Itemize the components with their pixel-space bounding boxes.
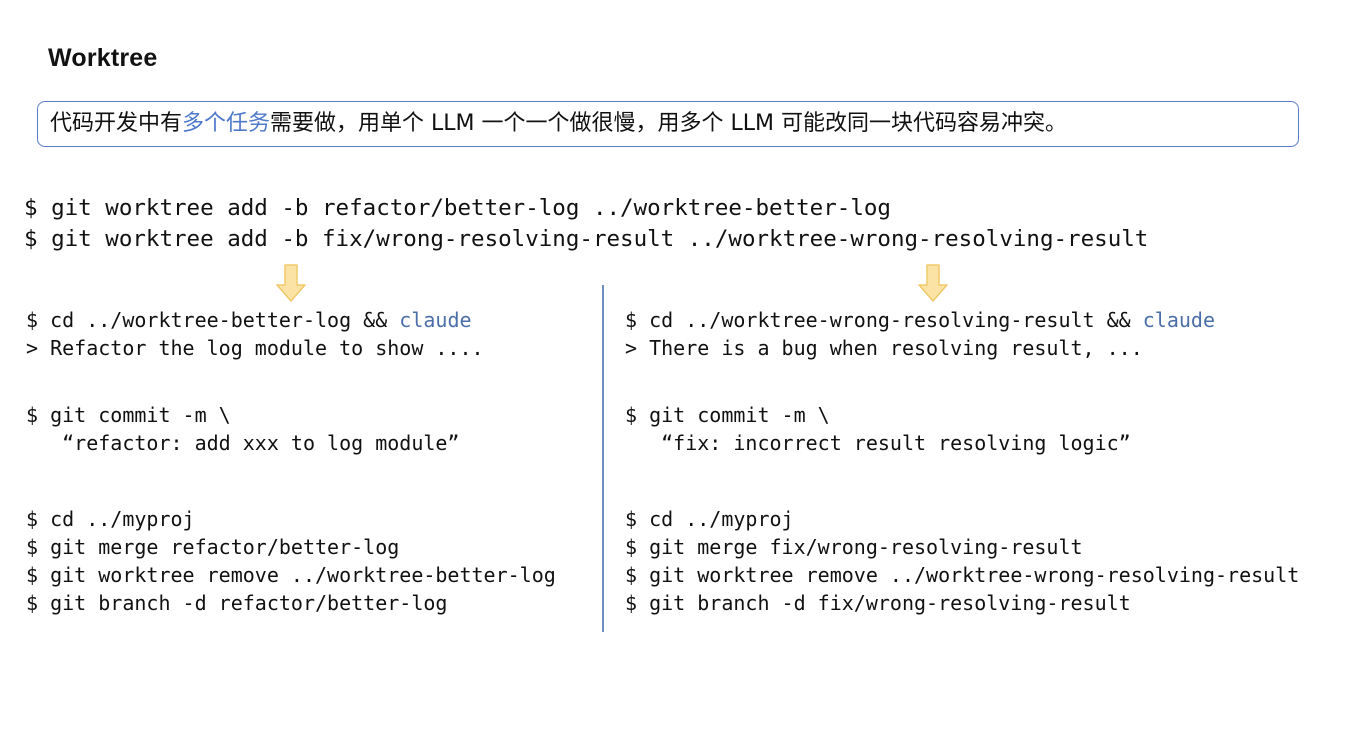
left-cd-claude-line: $ cd ../worktree-better-log && claude	[26, 308, 472, 332]
right-cd-claude-line: $ cd ../worktree-wrong-resolving-result …	[625, 308, 1215, 332]
top-command-1: $ git worktree add -b refactor/better-lo…	[24, 195, 891, 221]
right-commit-command: $ git commit -m \	[625, 403, 830, 427]
left-prompt: > Refactor the log module to show ....	[26, 336, 484, 360]
column-divider	[602, 285, 604, 632]
left-claude-command: claude	[399, 308, 472, 332]
left-cleanup-merge: $ git merge refactor/better-log	[26, 535, 400, 559]
right-cleanup-merge: $ git merge fix/wrong-resolving-result	[625, 535, 1083, 559]
right-prompt: > There is a bug when resolving result, …	[625, 336, 1143, 360]
left-cd-command: $ cd ../worktree-better-log &&	[26, 308, 400, 332]
left-cleanup-branch-delete: $ git branch -d refactor/better-log	[26, 591, 448, 615]
right-claude-command: claude	[1142, 308, 1216, 332]
left-commit-message: “refactor: add xxx to log module”	[26, 431, 460, 455]
down-arrow-icon	[918, 264, 948, 302]
callout-text-post: 需要做，用单个 LLM 一个一个做很慢，用多个 LLM 可能改同一块代码容易冲突…	[270, 111, 1067, 136]
right-cleanup-branch-delete: $ git branch -d fix/wrong-resolving-resu…	[625, 591, 1131, 615]
left-commit-command: $ git commit -m \	[26, 403, 231, 427]
right-cleanup-cd: $ cd ../myproj	[625, 507, 794, 531]
down-arrow-icon	[276, 264, 306, 302]
callout-text-pre: 代码开发中有	[50, 111, 183, 136]
left-cleanup-cd: $ cd ../myproj	[26, 507, 195, 531]
page-title: Worktree	[48, 44, 158, 72]
right-cd-command: $ cd ../worktree-wrong-resolving-result …	[625, 308, 1143, 332]
left-cleanup-worktree-remove: $ git worktree remove ../worktree-better…	[26, 563, 556, 587]
right-commit-message: “fix: incorrect result resolving logic”	[625, 431, 1131, 455]
top-command-2: $ git worktree add -b fix/wrong-resolvin…	[24, 226, 1149, 252]
callout-highlight: 多个任务	[182, 111, 271, 136]
right-cleanup-worktree-remove: $ git worktree remove ../worktree-wrong-…	[625, 563, 1300, 587]
callout-box: 代码开发中有多个任务需要做，用单个 LLM 一个一个做很慢，用多个 LLM 可能…	[37, 101, 1299, 147]
